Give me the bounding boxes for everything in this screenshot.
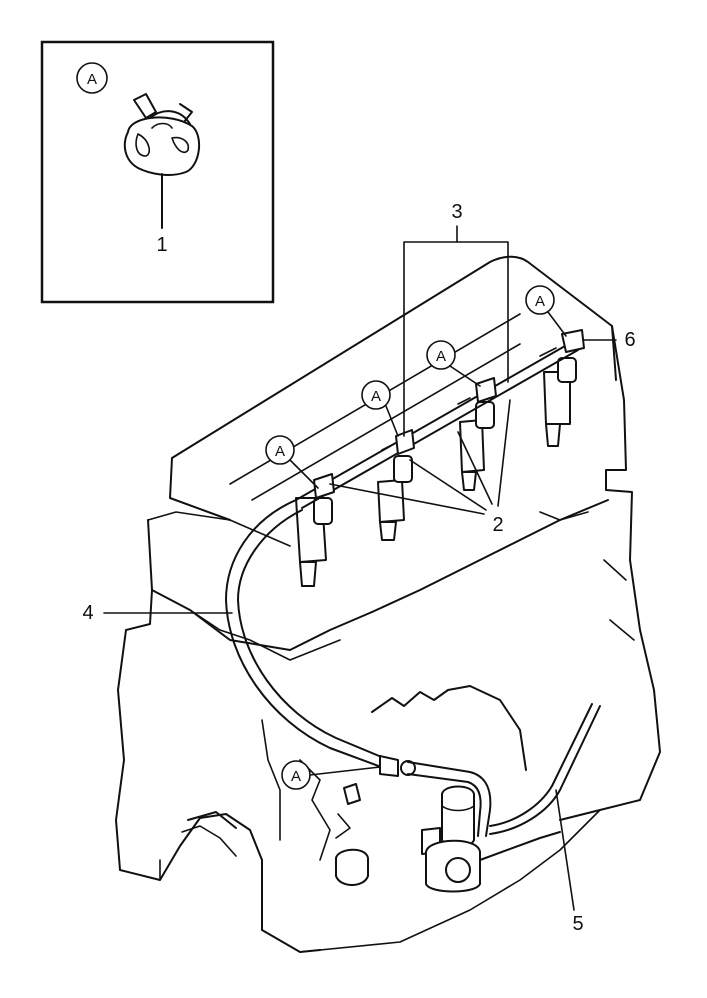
- callout-a-4: A: [525, 285, 567, 337]
- injector-4: [543, 357, 577, 447]
- fuel-filter: [441, 785, 475, 849]
- callout-a-1-text: A: [275, 443, 285, 460]
- return-hose: [225, 499, 492, 837]
- label-3: 3: [451, 201, 462, 223]
- injector-3: [459, 401, 495, 491]
- label-group-6: 6: [583, 329, 636, 351]
- callout-a-5-text: A: [291, 768, 301, 785]
- clamp-detail: [123, 93, 201, 176]
- label-5: 5: [572, 913, 583, 935]
- callout-a-3-text: A: [436, 348, 446, 365]
- label-6: 6: [624, 329, 635, 351]
- label-group-5: 5: [555, 789, 584, 935]
- callout-a-2: A: [361, 380, 399, 437]
- callout-a-1: A: [265, 435, 319, 489]
- label-4: 4: [82, 602, 93, 624]
- engine-block-outline: [115, 255, 661, 953]
- bracket-3: [403, 241, 509, 437]
- inset-callout-a-text: A: [87, 71, 97, 88]
- callout-a-5: A: [281, 760, 381, 790]
- inset-detail: A 1: [40, 40, 275, 304]
- label-1: 1: [156, 234, 167, 256]
- callout-a-3: A: [426, 340, 481, 387]
- callout-a-4-text: A: [535, 293, 545, 310]
- injector-2: [377, 455, 413, 541]
- inset-callout-a: A: [76, 62, 108, 94]
- label-2: 2: [492, 514, 503, 536]
- injector-1: [295, 497, 333, 587]
- label-group-2: 2: [329, 399, 511, 536]
- label-group-3: 3: [403, 201, 509, 437]
- fuel-line: [479, 703, 601, 861]
- leak-off-pipe: [295, 329, 585, 509]
- callout-a-2-text: A: [371, 388, 381, 405]
- label-group-4: 4: [82, 602, 233, 624]
